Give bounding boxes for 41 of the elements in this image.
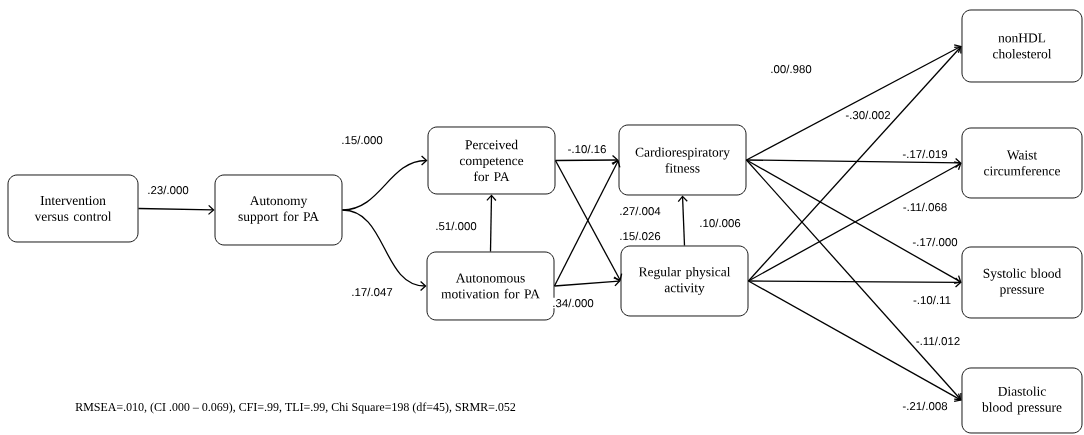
edge-label: -.21/.008 [901,400,949,412]
variable-box: Intervention versus control [7,174,139,243]
edge-label: .17/.047 [350,286,394,298]
arrow [747,280,962,403]
arrow [137,204,215,215]
edge-label: .51/.000 [434,220,478,232]
arrow [341,209,427,292]
edge-label: -.10/.11 [912,294,952,306]
arrow [745,157,962,169]
arrow [745,44,962,161]
edge-label: -.10/.16 [566,143,608,155]
edge-label: -.11/.012 [914,335,962,347]
arrow [554,154,619,166]
arrow [747,277,962,288]
variable-box: Diastolic blood pressure [961,367,1083,434]
edge-label: -.17/.019 [901,148,949,160]
variable-box: Waist circumference [961,127,1083,199]
edge-label: .34/.000 [551,297,595,309]
edge-label: .10/.006 [698,217,742,229]
arrow [553,276,621,287]
variable-box: Cardiorespiratory fitness [618,124,747,196]
arrow [341,155,428,211]
arrow [747,46,962,282]
variable-box: Regular physical activity [620,245,749,317]
edge-label: -.30/.002 [844,109,892,121]
edge-label: .00/.980 [769,63,813,75]
edge-label: -.17/.000 [911,236,959,248]
arrow [745,159,962,401]
edge-label: .15/.000 [340,134,384,146]
variable-box: Perceived competence for PA [427,126,556,195]
arrow [486,194,497,253]
edge-label: -.11/.068 [901,201,949,213]
fit-statistics: RMSEA=.010, (CI .000 – 0.069), CFI=.99, TLI=.99, Chi Square=198 (df=45), SRMR=.052 [75,402,516,414]
variable-box: nonHDL cholesterol [961,9,1083,83]
variable-box: Autonomous motivation for PA [426,251,555,321]
arrow [677,195,688,247]
edge-label: .27/.004 [618,205,662,217]
edge-label: .15/.026 [618,230,662,242]
variable-box: Systolic blood pressure [961,246,1083,319]
edge-label: .23/.000 [146,184,190,196]
variable-box: Autonomy support for PA [214,174,343,246]
